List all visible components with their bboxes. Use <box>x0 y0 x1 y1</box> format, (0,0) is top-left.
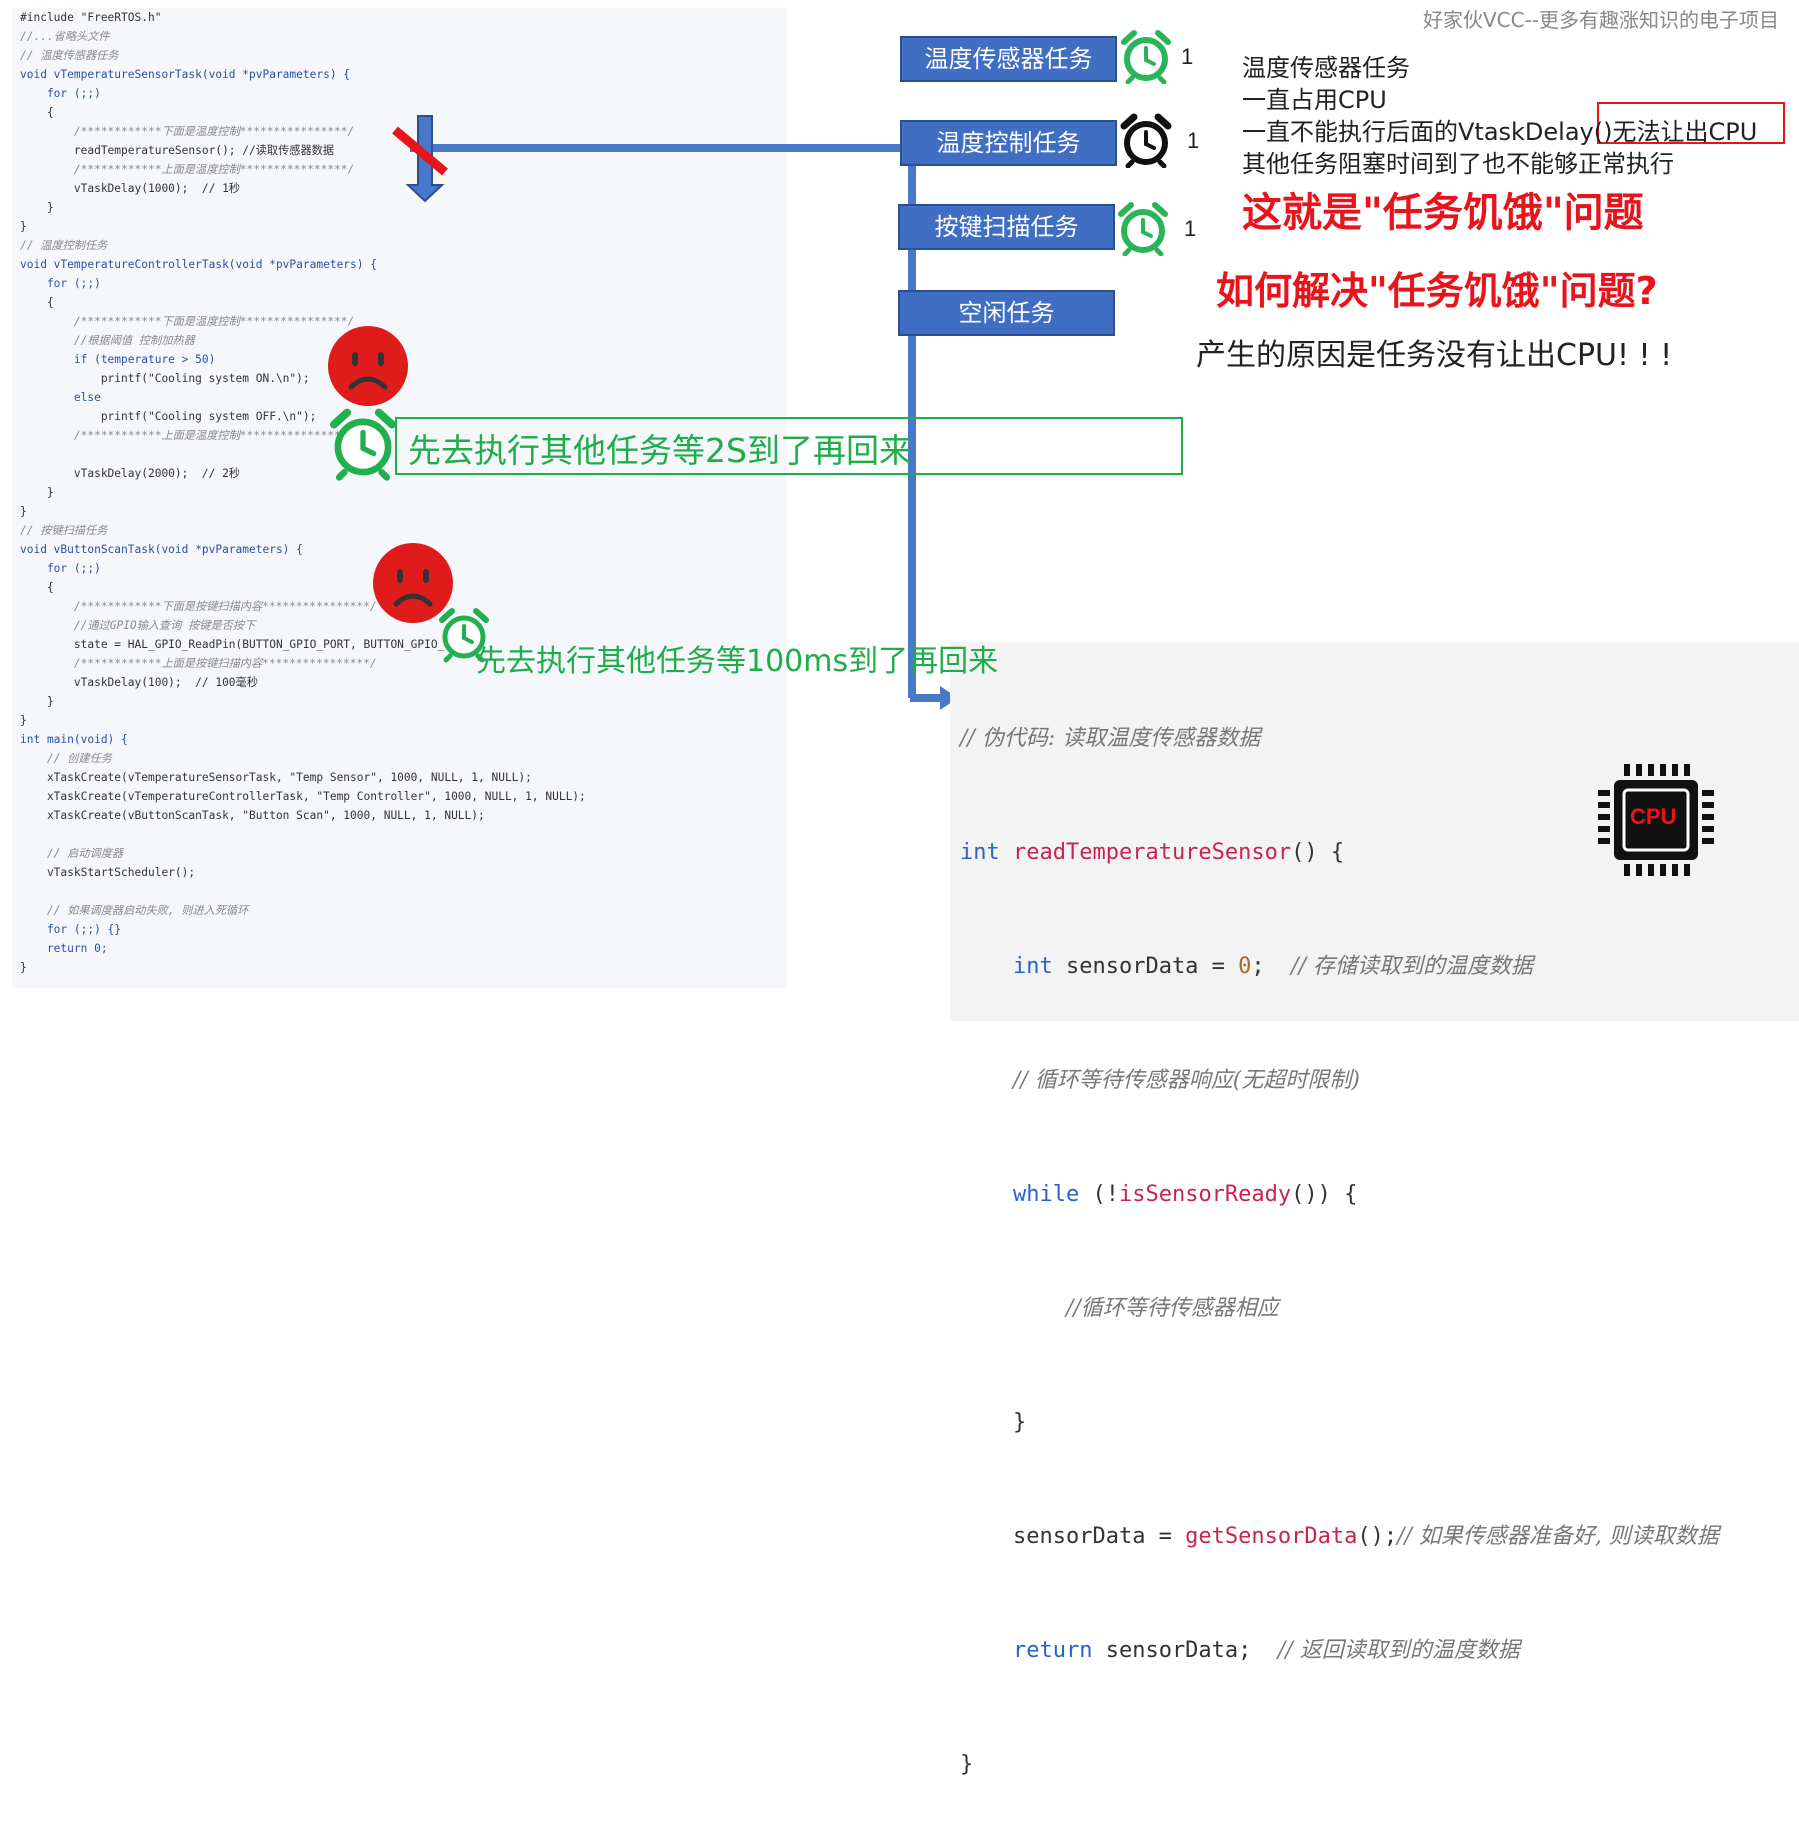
task-count-2: 1 <box>1187 128 1200 153</box>
code-line: vTaskDelay(2000); // 2秒 <box>20 467 240 480</box>
red-highlight-box <box>1597 102 1785 144</box>
code-line: /************下面是按键扫描内容****************/ <box>20 600 377 613</box>
code-title: // 伪代码: 读取温度传感器数据 <box>960 726 1261 751</box>
note-line-4: 其他任务阻塞时间到了也不能够正常执行 <box>1242 150 1674 178</box>
code-line: vTaskDelay(100); // 100毫秒 <box>20 676 258 689</box>
watermark: 好家伙VCC--更多有趣涨知识的电子项目 <box>1422 8 1779 32</box>
code-line: xTaskCreate(vTemperatureControllerTask, … <box>20 790 586 803</box>
code-line: } <box>20 505 27 518</box>
code-line: /************上面是温度控制****************/ <box>20 429 355 442</box>
code-line: //通过GPIO输入查询 按键是否按下 <box>20 619 256 632</box>
code-line: { <box>20 296 54 309</box>
cpu-label: CPU <box>1630 804 1677 829</box>
code-line: xTaskCreate(vButtonScanTask, "Button Sca… <box>20 809 485 822</box>
code-line: } <box>20 201 54 214</box>
source-code-panel <box>12 8 787 988</box>
note-line-3: 一直不能执行后面的VtaskDelay()无法让出CPU <box>1242 118 1758 146</box>
green-note-100ms: 先去执行其他任务等100ms到了再回来 <box>476 644 999 679</box>
alarm-clock-green-icon <box>439 608 489 663</box>
code-line: readTemperatureSensor(); //读取传感器数据 <box>20 144 335 157</box>
alarm-clock-black-icon <box>1120 113 1172 168</box>
arrow-head-right <box>940 686 958 710</box>
code-line: // 创建任务 <box>20 752 112 765</box>
sad-face-icon <box>373 543 453 623</box>
alarm-clock-green-icon <box>1121 30 1171 84</box>
alarm-clock-green-icon <box>329 408 397 481</box>
headline-how-to-solve: 如何解决"任务饥饿"问题? <box>1216 269 1658 313</box>
code-line: else <box>20 391 101 404</box>
source-code-lines: #include "FreeRTOS.h" //...省略头文件 // 温度传感器任… <box>20 8 586 977</box>
code-line: // 温度控制任务 <box>20 239 108 252</box>
cpu-chip-icon <box>1598 764 1714 876</box>
code-line: } <box>20 486 54 499</box>
headline-starvation: 这就是"任务饥饿"问题 <box>1242 190 1644 236</box>
code-line: } <box>20 961 27 974</box>
code-line: return 0; <box>20 942 108 955</box>
code-line: for (;;) <box>20 277 101 290</box>
code-line: printf("Cooling system ON.\n"); <box>20 372 310 385</box>
task-temp-controller: 温度控制任务 <box>900 120 1117 166</box>
code-line: for (;;) <box>20 87 101 100</box>
code-line: // 如果调度器启动失败, 则进入死循环 <box>20 904 249 917</box>
task-count-1: 1 <box>1181 44 1194 69</box>
code-line: // 按键扫描任务 <box>20 524 108 537</box>
code-line: int main(void) { <box>20 733 128 746</box>
code-line: } <box>20 714 27 727</box>
code-line: } <box>20 695 54 708</box>
code-line: void vTemperatureControllerTask(void *pv… <box>20 258 377 271</box>
task-temp-sensor: 温度传感器任务 <box>900 36 1117 82</box>
note-line-2: 一直占用CPU <box>1242 86 1387 114</box>
blocked-slash-icon <box>392 126 448 176</box>
code-line: if (temperature > 50) <box>20 353 216 366</box>
code-line: /************下面是温度控制****************/ <box>20 315 355 328</box>
code-line: xTaskCreate(vTemperatureSensorTask, "Tem… <box>20 771 532 784</box>
code-line: // 温度传感器任务 <box>20 49 119 62</box>
code-line: // 启动调度器 <box>20 847 124 860</box>
code-line: for (;;) {} <box>20 923 122 936</box>
code-line: printf("Cooling system OFF.\n"); <box>20 410 317 423</box>
code-line: vTaskStartScheduler(); <box>20 866 196 879</box>
code-line: } <box>20 220 27 233</box>
code-line: void vButtonScanTask(void *pvParameters)… <box>20 543 303 556</box>
code-line: /************上面是按键扫描内容****************/ <box>20 657 377 670</box>
code-line: //...省略头文件 <box>20 30 110 43</box>
alarm-clock-green-icon <box>1118 202 1168 256</box>
note-line-1: 温度传感器任务 <box>1242 54 1410 82</box>
reason-text: 产生的原因是任务没有让出CPU! ! ! <box>1196 338 1673 373</box>
task-idle: 空闲任务 <box>898 290 1115 336</box>
code-line: /************上面是温度控制****************/ <box>20 163 355 176</box>
code-line: { <box>20 581 54 594</box>
task-button-scan: 按键扫描任务 <box>898 204 1115 250</box>
code-line: for (;;) <box>20 562 101 575</box>
code-line: //根据阈值 控制加热器 <box>20 334 195 347</box>
green-note-box-1 <box>395 417 1183 475</box>
code-line: #include "FreeRTOS.h" <box>20 11 162 24</box>
code-line: { <box>20 106 54 119</box>
code-line: /************下面是温度控制****************/ <box>20 125 355 138</box>
sad-face-icon <box>328 326 408 406</box>
task-count-3: 1 <box>1184 216 1197 241</box>
code-line: void vTemperatureSensorTask(void *pvPara… <box>20 68 351 81</box>
code-line: vTaskDelay(1000); // 1秒 <box>20 182 240 195</box>
green-note-2s: 先去执行其他任务等2S到了再回来 <box>408 431 912 470</box>
